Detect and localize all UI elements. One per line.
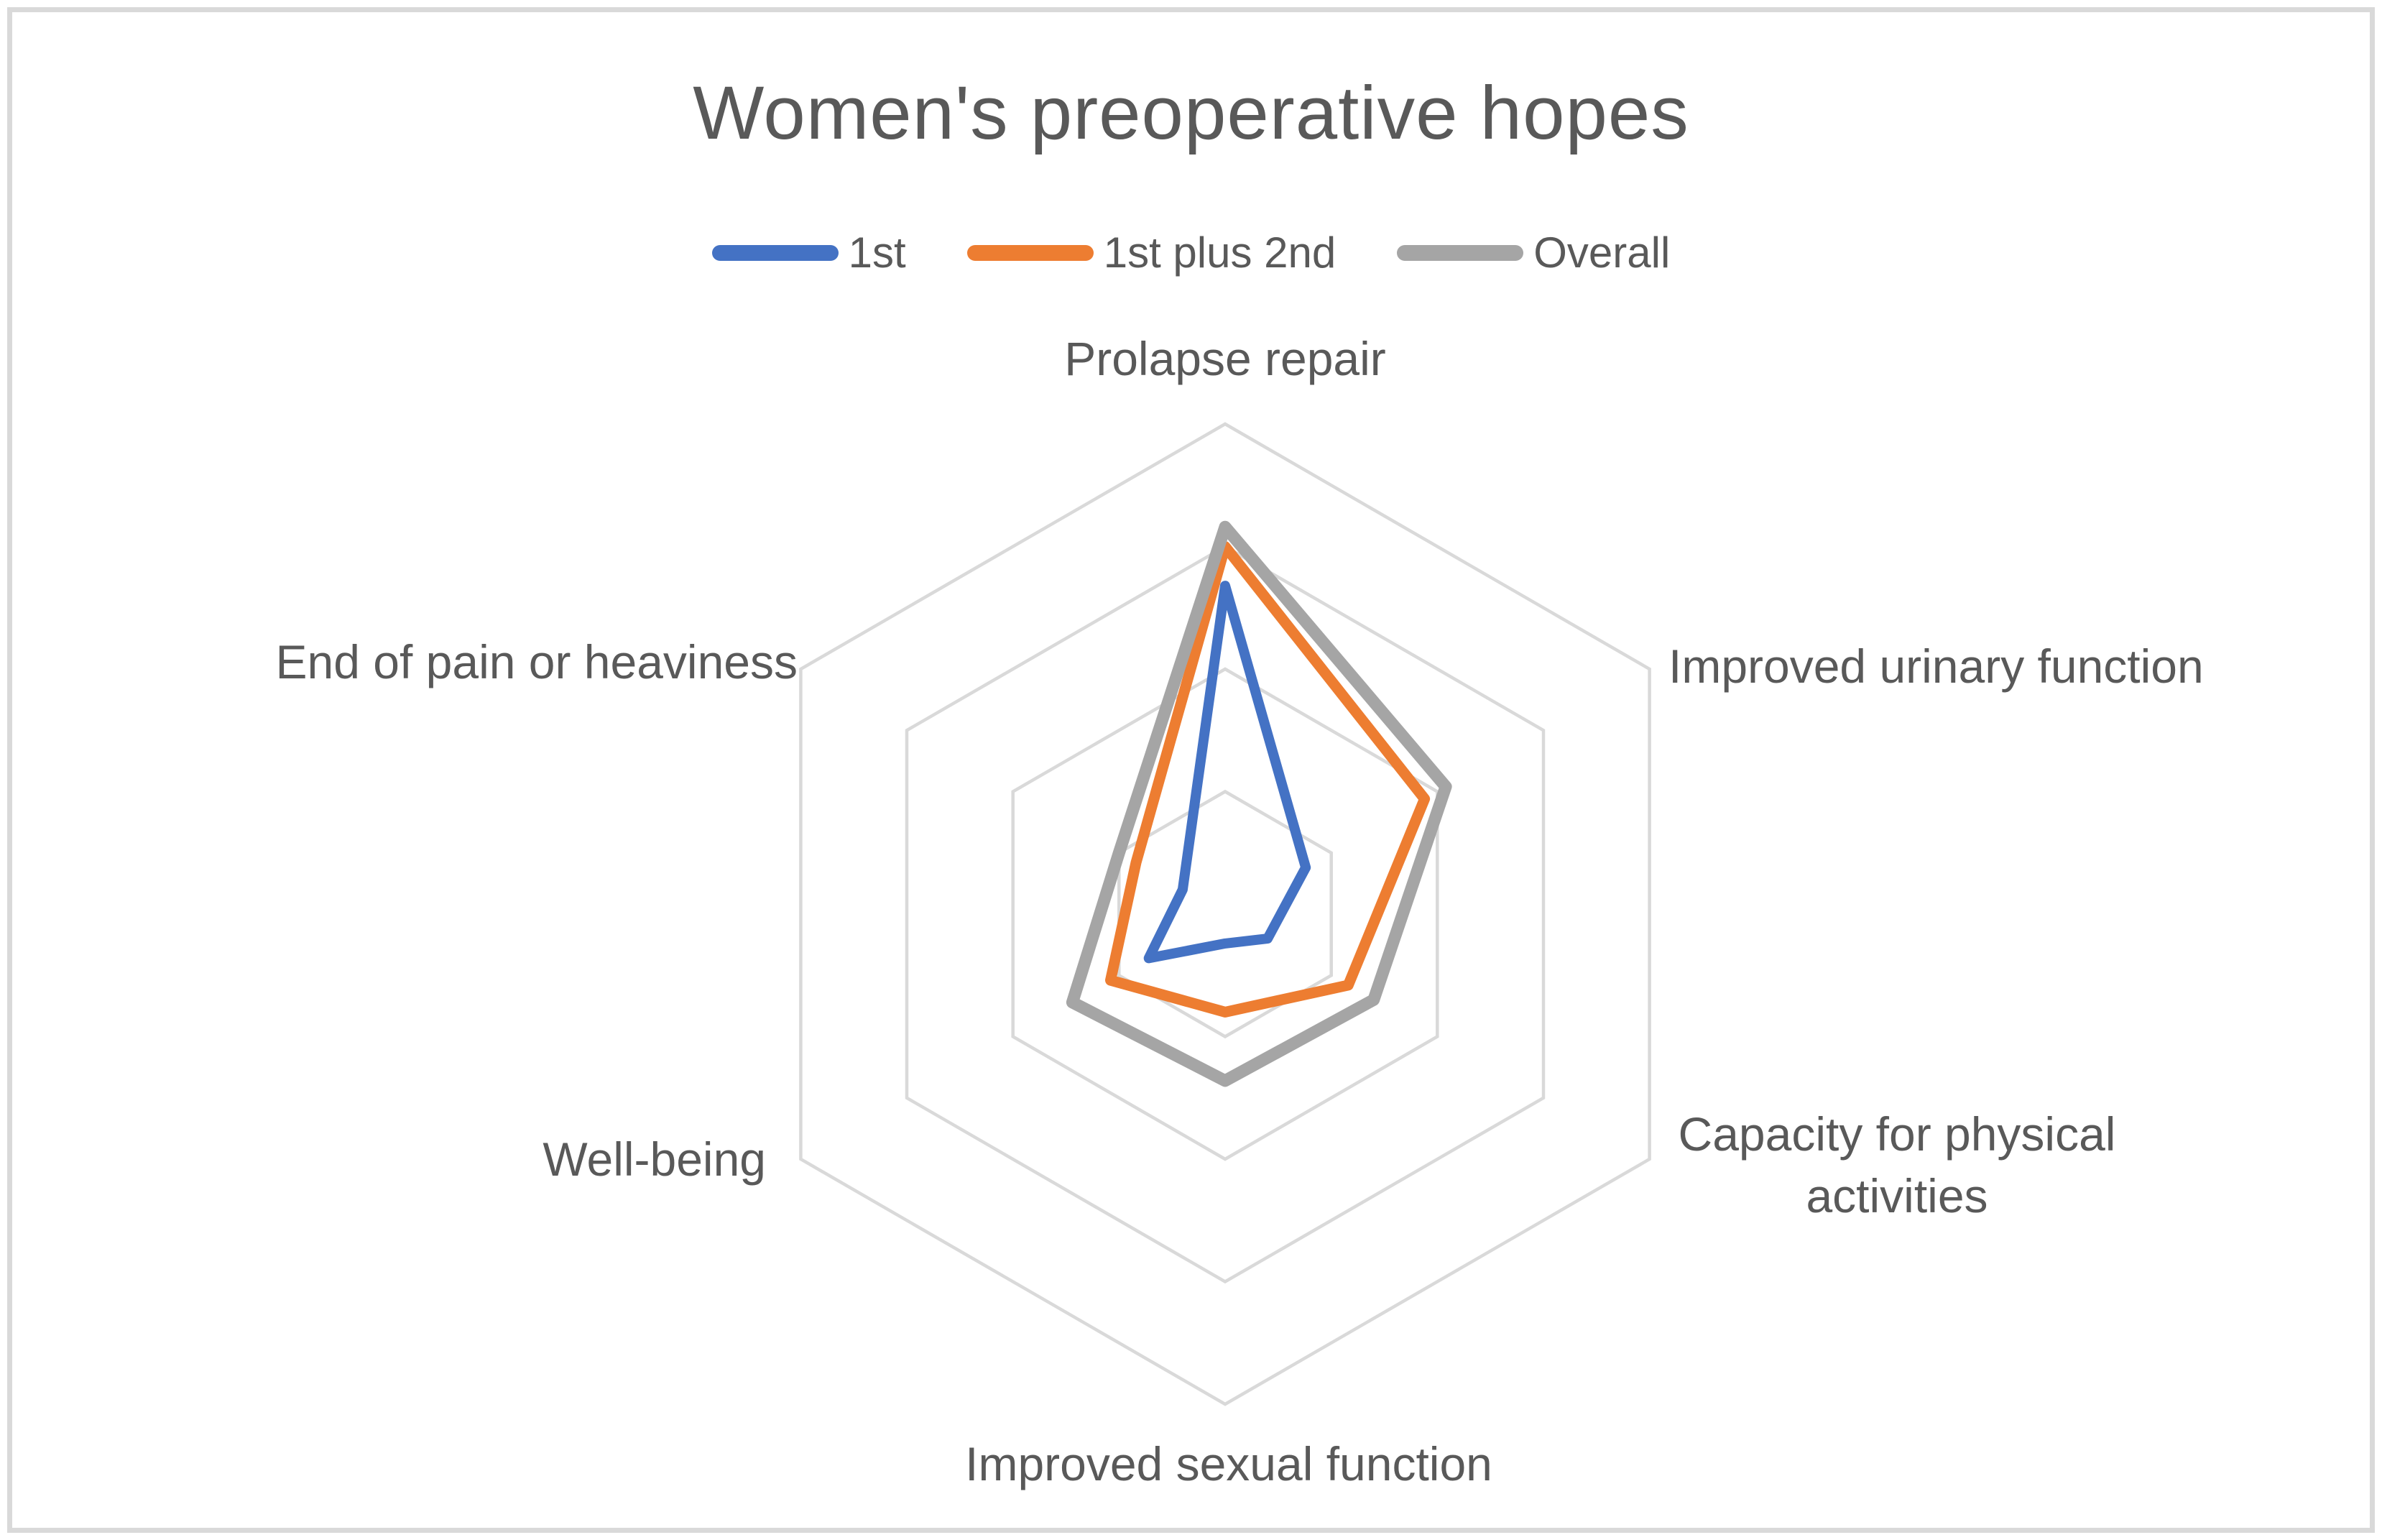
grid-ring-75: [905, 544, 1546, 1284]
series-polygon-1st: [1143, 581, 1311, 964]
grid-ring-50: [1011, 667, 1439, 1161]
axis-label-capacity-for-physical-activities: Capacity for physical activities: [1678, 1107, 2116, 1222]
legend-swatch-overall-icon: [1397, 245, 1524, 261]
series-polygon-overall: [1066, 520, 1452, 1087]
series-polygon-1st-plus-2nd: [1105, 541, 1431, 1018]
grid-ring-100: [799, 422, 1651, 1406]
axis-label-well-being: Well-being: [543, 1133, 766, 1186]
legend-item-overall: Overall: [1397, 231, 1670, 275]
axis-label-improved-urinary-function: Improved urinary function: [1668, 640, 2204, 693]
chart-title: Women's preoperative hopes: [693, 71, 1689, 155]
legend-swatch-1st-icon: [711, 245, 839, 261]
axis-label-prolapse-repair: Prolapse repair: [1064, 332, 1386, 386]
axis-label-improved-sexual-function: Improved sexual function: [965, 1437, 1492, 1491]
legend-item-1st-plus-2nd: 1st plus 2nd: [966, 229, 1337, 277]
legend: 1st 1st plus 2nd Overall: [0, 231, 2382, 275]
axis-label-end-of-pain-or-heaviness: End of pain or heaviness: [275, 635, 798, 689]
legend-label-overall: Overall: [1533, 229, 1671, 277]
legend-label-1st-plus-2nd: 1st plus 2nd: [1103, 229, 1337, 277]
legend-label-1st: 1st: [848, 229, 906, 277]
legend-item-1st: 1st: [711, 229, 906, 277]
legend-swatch-1st-plus-2nd-icon: [966, 245, 1094, 261]
